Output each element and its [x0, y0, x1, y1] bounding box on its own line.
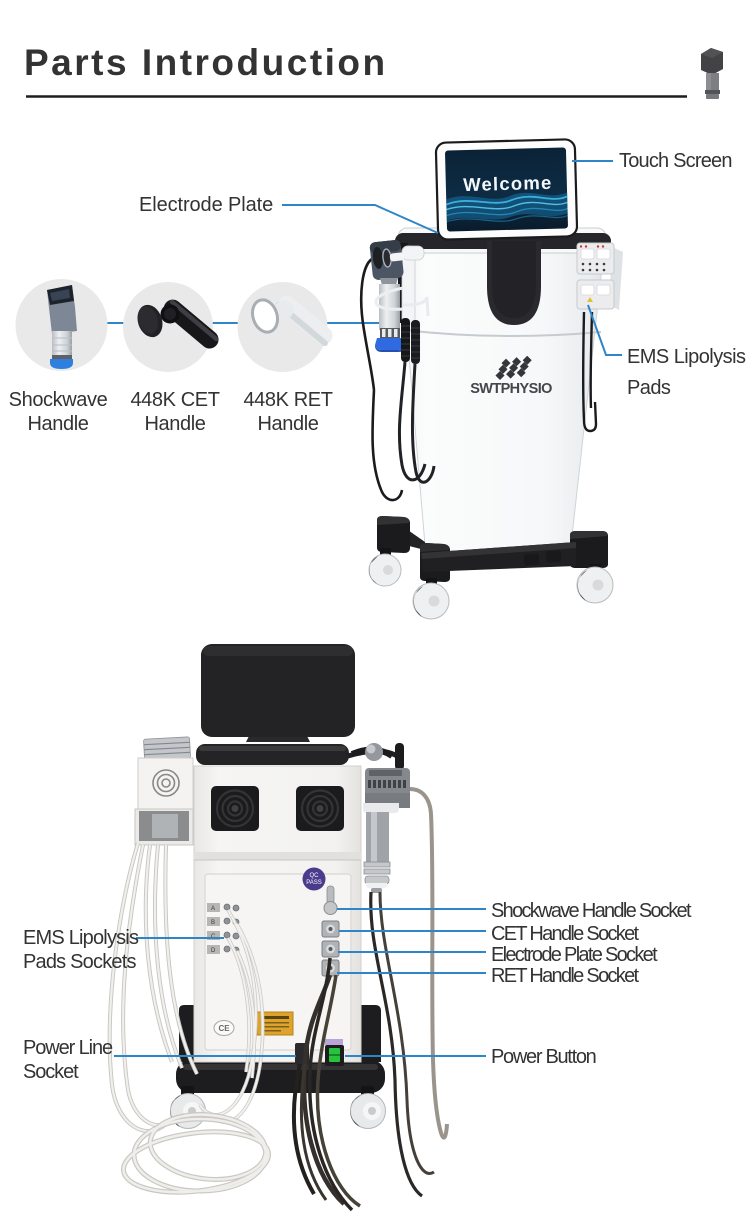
svg-text:Welcome: Welcome — [463, 172, 553, 195]
svg-text:CE: CE — [218, 1024, 230, 1033]
svg-text:PASS: PASS — [306, 880, 322, 886]
svg-text:D: D — [211, 948, 216, 954]
svg-text:SWTPHYSIO: SWTPHYSIO — [470, 381, 552, 397]
svg-text:B: B — [211, 920, 215, 926]
svg-text:QC: QC — [310, 873, 320, 879]
svg-text:A: A — [211, 906, 215, 912]
